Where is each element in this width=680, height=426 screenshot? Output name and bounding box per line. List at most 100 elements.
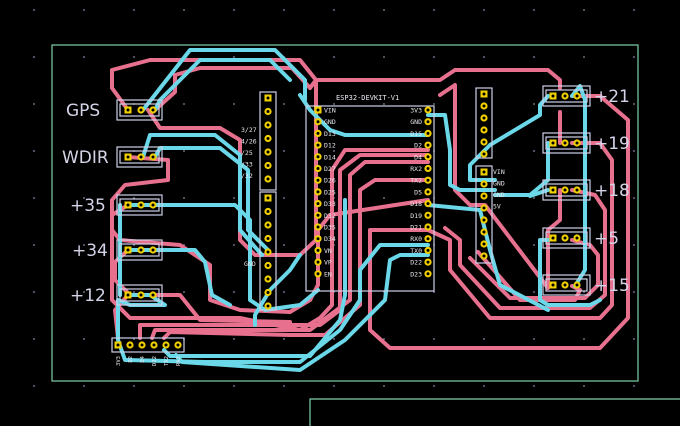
module-pin-left: [314, 258, 322, 266]
grid-dot: [333, 56, 335, 58]
small-header: 3/274/26/25/33/32 GND: [241, 91, 277, 311]
connector-pin: [573, 186, 581, 194]
grid-dot: [533, 338, 535, 340]
connector-pin: [573, 92, 581, 100]
connector-right: +5: [542, 227, 619, 249]
header-pad: [264, 94, 272, 102]
grid-dot: [83, 291, 85, 293]
grid-dot: [33, 338, 35, 340]
module-pin-left: [314, 188, 322, 196]
header-pin-label: 3/27: [241, 126, 257, 134]
module-pin-left: [314, 129, 322, 137]
module-pin-right: [424, 223, 432, 231]
grid-dot: [83, 56, 85, 58]
grid-dot: [33, 197, 35, 199]
module-pin-label: D13: [324, 130, 336, 138]
connector-pin: [124, 291, 132, 299]
connector-pin: [137, 153, 145, 161]
header-pin-label: 4/26: [241, 138, 257, 146]
module-pin-right: [424, 235, 432, 243]
grid-dot: [283, 385, 285, 387]
connector-right: +18: [542, 179, 630, 201]
grid-dot: [183, 385, 185, 387]
grid-dot: [83, 385, 85, 387]
grid-dot: [83, 103, 85, 105]
connector-label: WDIR: [62, 148, 109, 168]
module-pin-label: D15: [410, 130, 422, 138]
module-pin-label: D21: [410, 224, 422, 232]
module-pin-label: D5: [414, 188, 422, 196]
connector-label: +35: [70, 196, 106, 216]
grid-dot: [183, 103, 185, 105]
grid-dot: [83, 9, 85, 11]
module-pin-label: TX0: [410, 247, 422, 255]
grid-dot: [183, 150, 185, 152]
header-pad: [480, 180, 488, 188]
bottom-header-pad: [162, 341, 170, 349]
grid-dot: [533, 56, 535, 58]
grid-dot: [183, 291, 185, 293]
module-pin-label: GND: [410, 118, 422, 126]
connector-pin: [549, 281, 557, 289]
connector-pin: [561, 139, 569, 147]
header-pad: [480, 216, 488, 224]
module-pin-label: D22: [410, 259, 422, 267]
header-pad: [264, 248, 272, 256]
power-pin-label: 5V: [493, 203, 501, 211]
connector-pin: [549, 234, 557, 242]
module-pin-label: D18: [410, 200, 422, 208]
grid-dot: [283, 338, 285, 340]
grid-dot: [283, 291, 285, 293]
module-pin-right: [424, 270, 432, 278]
grid-dot: [333, 338, 335, 340]
grid-dot: [283, 9, 285, 11]
module-pin-left: [314, 211, 322, 219]
header-pad: [264, 275, 272, 283]
module-pin-left: [314, 223, 322, 231]
bottom-header-pad: [114, 341, 122, 349]
module-pin-label: D4: [414, 153, 422, 161]
grid-dot: [433, 338, 435, 340]
header-pad: [480, 138, 488, 146]
bottom-pin-label: D2: [128, 356, 134, 363]
grid-dot: [233, 103, 235, 105]
module-pin-label: D32: [324, 212, 336, 220]
grid-dots: [33, 9, 635, 387]
grid-dot: [583, 9, 585, 11]
grid-dot: [233, 385, 235, 387]
grid-dot: [633, 338, 635, 340]
grid-dot: [333, 385, 335, 387]
connector-right: +21: [542, 85, 630, 107]
connector-label: GPS: [66, 101, 100, 121]
connector-pin: [124, 153, 132, 161]
grid-dot: [133, 9, 135, 11]
connector-pin: [549, 139, 557, 147]
header-pad: [264, 121, 272, 129]
module-pin-label: RX0: [410, 235, 422, 243]
module-pin-right: [424, 211, 432, 219]
second-board-edge: [309, 398, 680, 426]
module-pin-label: D14: [324, 153, 336, 161]
grid-dot: [83, 338, 85, 340]
module-pin-label: D2: [414, 142, 422, 150]
grid-dot: [83, 197, 85, 199]
module-pin-label: TX2: [410, 177, 422, 185]
connector-pin: [124, 106, 132, 114]
module-pin-label: VP: [324, 259, 332, 267]
grid-dot: [633, 150, 635, 152]
bottom-pin-label: D4: [140, 355, 146, 362]
pink-traces: [110, 58, 630, 350]
module-pin-left: [314, 176, 322, 184]
grid-dot: [533, 150, 535, 152]
header-pad: [480, 90, 488, 98]
header-pad: [264, 161, 272, 170]
grid-dot: [33, 9, 35, 11]
grid-dot: [433, 385, 435, 387]
module-pin-label: D23: [410, 270, 422, 278]
connector-pin: [149, 246, 157, 254]
module-pin-right: [424, 246, 432, 254]
grid-dot: [233, 244, 235, 246]
grid-dot: [283, 197, 285, 199]
